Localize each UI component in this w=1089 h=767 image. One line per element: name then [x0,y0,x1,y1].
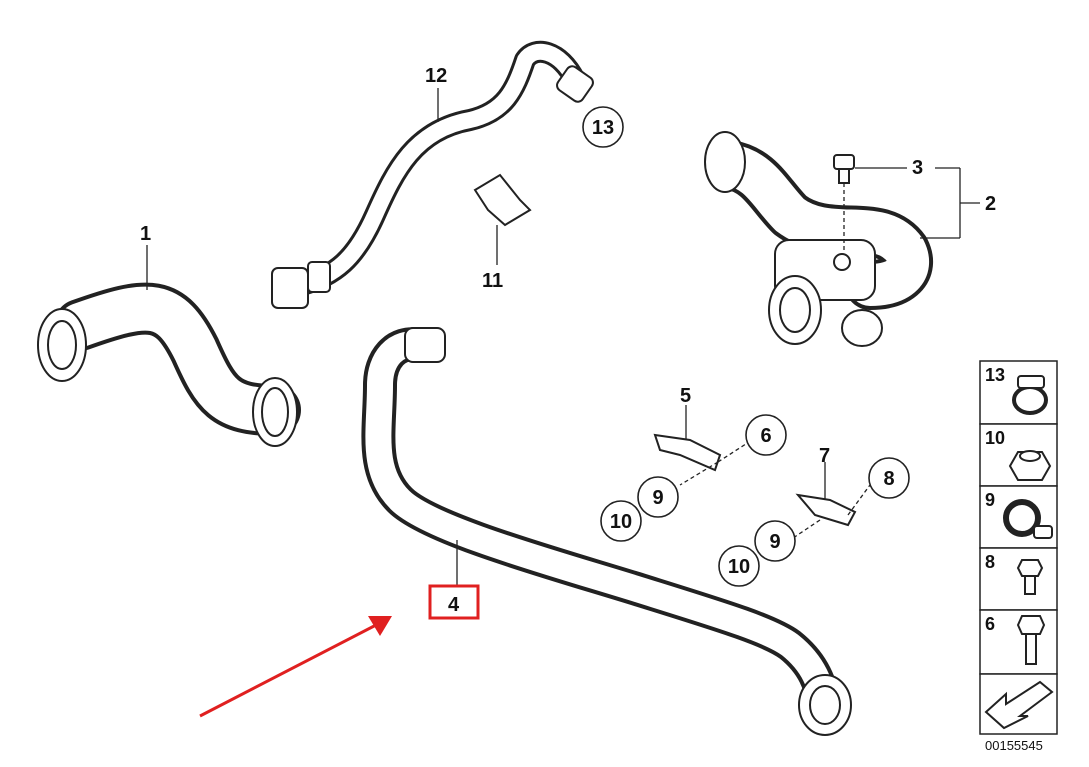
callout-13: 13 [592,117,614,139]
callout-5: 5 [680,385,691,407]
bracket-11 [473,173,532,265]
hose-2 [704,131,933,347]
callout-9b: 9 [769,531,780,553]
hose-clamp-icon [1012,375,1048,415]
hex-nut-icon [1008,450,1052,481]
legend-item-6: 6 [979,609,1058,675]
callout-10b-circle: 10 [718,545,760,587]
callout-7: 7 [819,445,830,467]
legend-num-13: 13 [985,365,1005,385]
legend-item-13: 13 [979,360,1058,425]
reference-number: 00155545 [985,738,1043,753]
callout-9a: 9 [652,487,663,509]
hose-4 [361,327,852,736]
callout-4: 4 [448,594,460,616]
legend-item-9: 9 [979,485,1058,549]
bracket-5 [653,405,753,486]
highlight-callout [199,584,480,718]
callout-6-circle: 6 [745,414,787,456]
highlight-box [428,584,480,620]
callout-12: 12 [425,65,447,87]
parts-legend: 13 10 9 8 [979,360,1058,735]
callout-6: 6 [760,425,771,447]
bolt-3 [833,154,855,250]
callout-9a-circle: 9 [637,476,679,518]
bracket-7 [789,462,871,541]
legend-num-10: 10 [985,428,1005,448]
hose-12 [271,40,594,309]
callout-10a: 10 [610,511,632,533]
callout-13-circle: 13 [582,106,624,148]
legend-num-8: 8 [985,552,995,572]
p-clip-icon [1003,499,1053,539]
legend-item-arrow [979,673,1058,735]
legend-num-6: 6 [985,614,995,634]
callout-8-circle: 8 [868,457,910,499]
callout-11: 11 [482,270,503,292]
direction-arrow-icon [984,680,1054,730]
callout-10b: 10 [728,556,750,578]
callout-10a-circle: 10 [600,500,642,542]
long-bolt-icon [1016,615,1046,665]
callout-1: 1 [140,223,151,245]
callout-8: 8 [883,468,894,490]
callout-2: 2 [985,193,996,215]
red-arrow-head [368,616,392,636]
short-bolt-icon [1016,559,1044,595]
callout-3: 3 [912,157,923,179]
legend-num-9: 9 [985,490,995,510]
leader-lines [146,88,980,585]
red-arrow-shaft [199,622,379,718]
callout-9b-circle: 9 [754,520,796,562]
hose-1 [37,282,301,447]
legend-item-10: 10 [979,423,1058,487]
legend-item-8: 8 [979,547,1058,611]
